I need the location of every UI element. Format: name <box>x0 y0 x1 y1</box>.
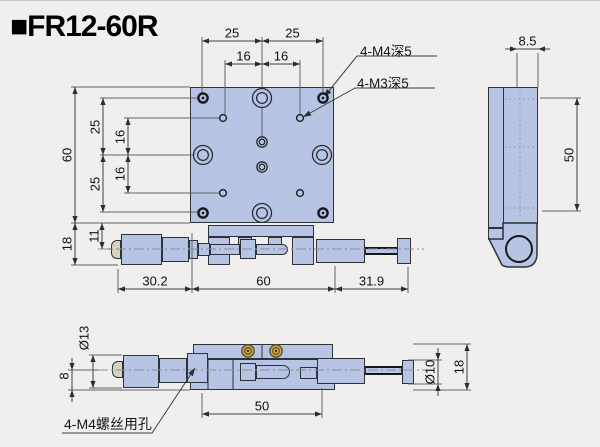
dim-arrow <box>510 46 517 52</box>
callout-m3-depth5: 4-M3深5 <box>357 76 409 91</box>
dim-arrow <box>435 384 441 391</box>
counterbore-hole <box>251 87 273 109</box>
counterbore-hole <box>192 144 214 166</box>
page-title: ■FR12-60R <box>10 10 159 43</box>
front-right-leg <box>292 237 314 265</box>
dim-arrow <box>72 258 78 265</box>
dim-arrow <box>100 148 106 155</box>
dim-arrow <box>125 186 131 193</box>
m3-tapped-hole <box>295 188 305 198</box>
counterbore-hole <box>311 144 333 166</box>
dim-arrow <box>69 363 75 370</box>
front-spring-block <box>316 239 365 263</box>
counterbore-hole <box>251 202 273 224</box>
dim-arrow <box>72 216 78 223</box>
dim-arrow <box>315 411 322 417</box>
dim-arrow <box>225 61 232 67</box>
dim-arrow <box>574 98 580 105</box>
dim-arrow <box>90 355 96 362</box>
dim-arrow <box>125 155 131 162</box>
callout-m4-depth5: 4-M4深5 <box>360 44 412 59</box>
leader-line <box>302 87 435 118</box>
dim-arrow <box>255 38 262 44</box>
leader-line <box>323 55 437 98</box>
m3-tapped-hole <box>218 113 228 123</box>
dim-arrow <box>72 87 78 94</box>
dim-arrow <box>69 390 75 397</box>
dim-arrow <box>262 61 269 67</box>
leader-arrow <box>303 110 312 117</box>
brass-screw <box>244 347 253 356</box>
front-rod-end-cap <box>397 238 411 264</box>
dim-arrow <box>293 61 300 67</box>
center-hole <box>258 138 266 146</box>
dim-arrow <box>90 381 96 388</box>
bottom-spindle <box>256 365 290 379</box>
dim-arrow <box>125 148 131 155</box>
dim-arrow <box>185 286 192 292</box>
side-micrometer-bore <box>505 235 533 263</box>
center-hole <box>256 136 268 148</box>
dim-arrow <box>100 205 106 212</box>
dim-arrow <box>202 38 209 44</box>
dim-arrow <box>262 38 269 44</box>
dim-arrow <box>574 204 580 211</box>
dim-arrow <box>99 223 105 230</box>
dim-arrow <box>435 353 441 360</box>
counterbore-hole <box>315 148 329 162</box>
dim-arrow <box>99 242 105 249</box>
dim-arrow <box>118 286 125 292</box>
brass-screw <box>272 347 281 356</box>
dim-arrow <box>202 411 209 417</box>
dim-arrow <box>100 155 106 162</box>
m3-tapped-hole <box>295 113 305 123</box>
leader-arrow <box>188 368 195 377</box>
bottom-spring-rod <box>365 366 402 375</box>
callout-m4-through-hole: 4-M4螺丝用孔 <box>64 416 152 432</box>
dim-arrow <box>335 286 342 292</box>
m3-tapped-hole <box>218 188 228 198</box>
dim-arrow <box>464 383 470 390</box>
m4-tapped-hole <box>201 96 205 100</box>
dim-arrow <box>328 286 335 292</box>
bottom-micrometer-thimble <box>123 355 159 388</box>
center-hole <box>256 161 268 173</box>
dim-arrow <box>125 118 131 125</box>
brass-screw <box>274 349 278 353</box>
counterbore-hole <box>196 148 210 162</box>
m4-tapped-hole <box>321 96 325 100</box>
m4-tapped-hole <box>201 211 205 215</box>
brass-screw <box>246 349 250 353</box>
dim-arrow <box>538 46 545 52</box>
dim-arrow <box>464 344 470 351</box>
dim-arrow <box>401 286 408 292</box>
counterbore-hole <box>255 206 269 220</box>
dim-arrow <box>316 38 323 44</box>
dim-arrow <box>72 223 78 230</box>
m4-tapped-hole <box>321 211 325 215</box>
bottom-spring-block <box>317 358 365 384</box>
front-saddle-bar <box>208 225 314 237</box>
bottom-center-block <box>240 363 256 381</box>
center-hole <box>258 163 266 171</box>
bottom-top-bar <box>193 344 333 359</box>
counterbore-hole <box>255 91 269 105</box>
dim-arrow <box>192 286 199 292</box>
dim-arrow <box>255 61 262 67</box>
leader-line <box>62 367 196 434</box>
dim-arrow <box>100 98 106 105</box>
